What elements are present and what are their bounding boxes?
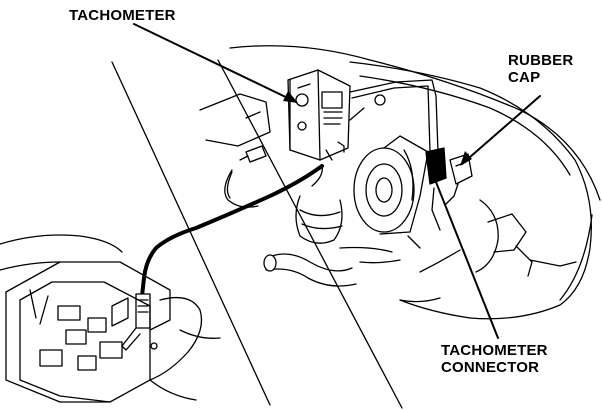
distributor <box>354 136 428 248</box>
lower-left-structure <box>0 235 220 400</box>
arrow-connector <box>431 170 442 184</box>
clip-lead <box>225 146 266 207</box>
rubber-cap-label-line2: CAP <box>508 69 541 86</box>
rubber-cap-label-line1: RUBBER <box>508 52 574 69</box>
tachometer-unit <box>288 70 350 160</box>
connector-label-line1: TACHOMETER <box>441 342 548 359</box>
arrow-rubber-cap <box>460 151 472 166</box>
hoses <box>264 248 392 287</box>
upper-left-panel <box>200 94 270 146</box>
arrow-tachometer <box>283 91 298 103</box>
tach-bracket <box>350 80 438 152</box>
cylinder-boot <box>296 196 342 243</box>
rubber-cap-label: RUBBER CAP <box>508 52 573 86</box>
engine-bay-shell <box>350 62 591 319</box>
leader-connector <box>432 172 498 338</box>
arrowheads <box>283 91 472 184</box>
tach-cable <box>142 166 322 296</box>
probe <box>122 294 150 350</box>
fuse-box <box>6 262 170 402</box>
leader-lines <box>134 24 540 338</box>
hood-panel-outline <box>112 46 600 408</box>
connector-label-line2: CONNECTOR <box>441 359 540 376</box>
leader-rubber-cap <box>462 96 540 164</box>
tachometer-label: TACHOMETER <box>69 7 176 24</box>
right-side-parts <box>360 200 576 302</box>
tachometer-connector-label: TACHOMETER CONNECTOR <box>441 342 548 376</box>
leader-tachometer <box>134 24 296 102</box>
